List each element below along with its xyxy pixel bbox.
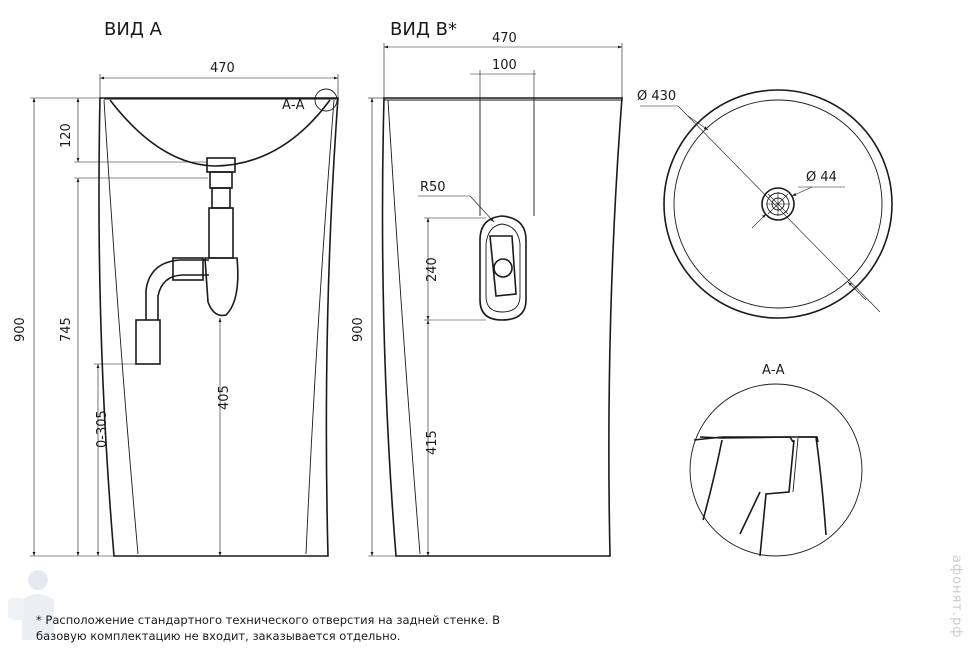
view-a-inner-wall-left	[103, 99, 139, 555]
footnote-line-2: базовую комплектацию не входит, заказыва…	[36, 629, 401, 643]
top-view-outer-diameter-label: Ø 430	[637, 89, 676, 104]
view-a-siphon	[135, 157, 239, 365]
view-a-title: ВИД А	[104, 19, 163, 40]
view-b: ВИД В* 470 100 R50 900	[351, 19, 623, 557]
section-title: А-А	[762, 363, 785, 378]
view-a-section-label: А-А	[282, 98, 305, 113]
view-b-hole-height-label: 240	[425, 257, 440, 282]
top-view: Ø 430 Ø 44	[637, 89, 893, 319]
section-detail-circle	[689, 383, 863, 557]
top-view-drain-diameter-label: Ø 44	[806, 170, 837, 185]
top-view-outer-circle	[663, 89, 893, 319]
view-b-technical-hole	[479, 98, 535, 321]
view-a-height-label: 900	[13, 317, 28, 342]
view-b-title: ВИД В*	[390, 19, 457, 40]
footnote: * Расположение стандартного технического…	[36, 612, 536, 644]
top-view-drain-outer	[761, 187, 795, 221]
view-b-hole-offset-label: 415	[425, 430, 440, 455]
view-a-lower-height-label: 745	[59, 317, 74, 342]
section-a-a: А-А	[689, 363, 863, 557]
mascot-logo-icon	[8, 570, 54, 640]
view-b-radius-label: R50	[420, 180, 446, 195]
view-a-drain-height-label: 405	[217, 385, 232, 410]
view-b-hole-width-label: 100	[492, 58, 517, 73]
view-a-floor-range-label: 0-305	[95, 410, 110, 448]
footnote-line-1: * Расположение стандартного технического…	[36, 613, 501, 627]
view-a-inner-wall-right	[305, 99, 335, 555]
view-a-width-label: 470	[210, 61, 235, 76]
view-a-section-marker	[314, 88, 338, 112]
view-b-width-label: 470	[492, 31, 517, 46]
view-b-body-outline	[381, 97, 623, 557]
view-a-bowl-depth-label: 120	[59, 123, 74, 148]
view-a-bowl	[109, 99, 331, 167]
watermark: афонят.рф	[949, 555, 964, 639]
view-a-body-outline	[98, 97, 339, 557]
view-a: ВИД А А-А 470 900	[13, 19, 339, 557]
top-view-inner-circle	[673, 99, 883, 309]
view-b-height-label: 900	[351, 317, 366, 342]
